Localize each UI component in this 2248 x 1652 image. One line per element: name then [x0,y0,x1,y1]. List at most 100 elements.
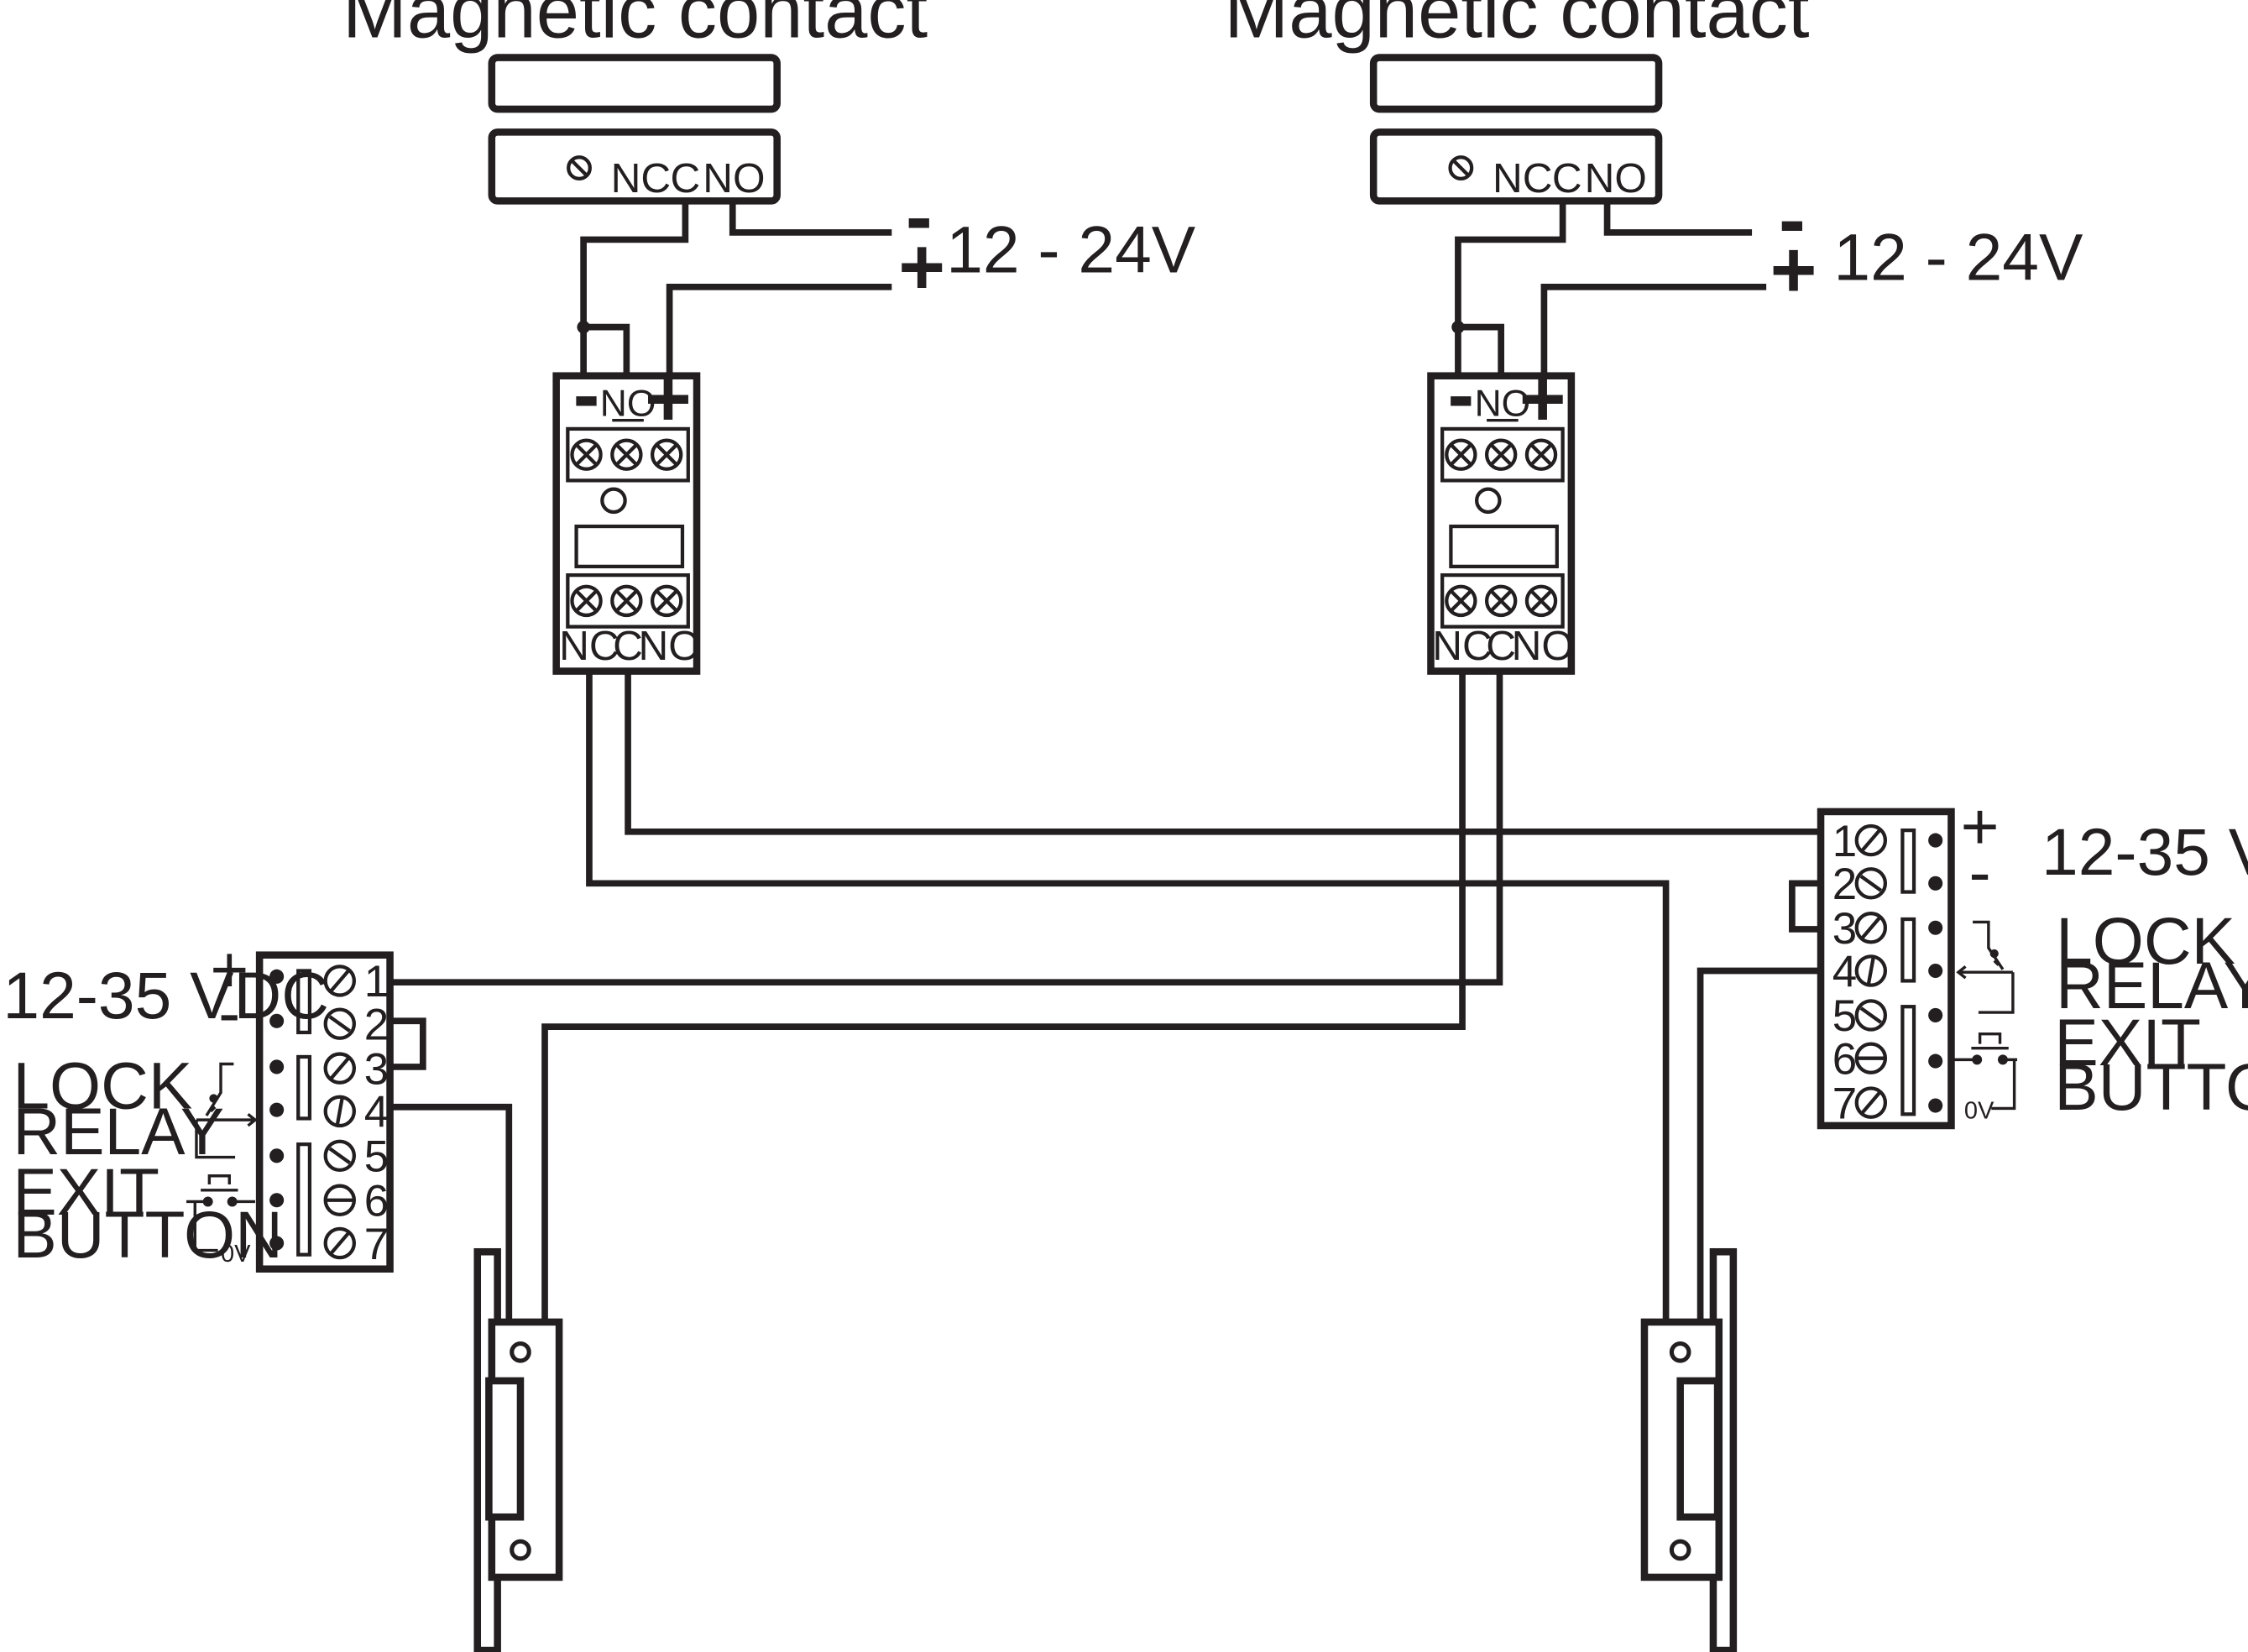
lock-mounting-hole [510,1341,531,1363]
junction-dot-2 [1451,320,1465,334]
terminal-number: 2 [364,1000,389,1049]
wire-ctrl1-jumper-2-3 [389,1017,426,1070]
terminal-number: 4 [1832,947,1857,996]
wire-relay2-jumper [1457,323,1505,376]
terminal-screw-icon [570,584,683,618]
relay-contact-symbol [195,1062,258,1159]
terminal-number: 3 [1832,904,1857,954]
relay-body [552,372,701,675]
junction-dot-1 [577,320,590,334]
terminal-number: 5 [1832,991,1857,1041]
relay-terminal-no-bottom: NO [638,623,700,669]
magnetic-contact-right: Magnetic contact NC C NO [1224,0,1810,205]
wire-contact1-no [729,197,892,236]
screw-icon [1448,155,1474,181]
relay-terminal-no-bottom: NO [1512,623,1574,669]
supply-right: - + 12 - 24V [1770,175,2083,315]
lock-mounting-hole [1669,1341,1691,1363]
contact-terminal-nc: NC [611,155,672,201]
wire-ctrl1-4-to-lock1 [389,1103,513,1322]
zero-volt-label: 0V [221,1241,251,1268]
controller-supply-label: 12-35 VDC [2041,815,2248,889]
terminal-screw-icon [1854,823,1888,1119]
wire-contact2-no [1603,197,1753,236]
zero-volt-label: 0V [1964,1097,1994,1124]
relay-bottom-terminal-block [1440,572,1565,629]
terminal-dot-icon [269,969,285,1251]
relay-label-window [574,524,685,569]
contact-terminal-no: NO [1585,155,1647,201]
terminal-screw-icon [1445,438,1558,471]
wire-supply1-plus [666,283,892,376]
slot-window [1900,917,1916,983]
lock-relay-label-line1: LOCK [2056,904,2235,978]
relay-terminal-c: C [1486,623,1516,669]
slot-window [296,969,312,1035]
electric-lock-left [473,1247,563,1652]
contact-body [1369,128,1663,205]
exit-button-label-line1: EXIT [2054,1006,2201,1080]
lock-mounting-hole [1669,1539,1691,1561]
wire-relay2-c-to-ctrl1-1 [389,668,1503,986]
lock-keeper [485,1377,525,1521]
relay-top-terminal-block [1440,426,1565,483]
wire-ctrl2-jumper-2-3 [1789,880,1824,933]
supply-minus: - [906,172,933,262]
controller-plus: + [210,933,248,1006]
relay-top-terminal-block [566,426,690,483]
terminal-number: 6 [1832,1034,1857,1084]
slot-window [1900,828,1916,894]
wire-supply2-plus [1540,283,1767,376]
lock-keeper [1676,1377,1722,1521]
controller-minus: - [218,975,240,1049]
lock-relay-label-line2: RELAY [13,1095,224,1168]
wiring [389,197,1824,1322]
supply-plus: + [898,222,945,311]
terminal-number: 4 [364,1088,389,1137]
terminal-screw-icon [1445,584,1558,618]
relay-terminal-nc: NC [559,623,620,669]
wire-relay1-c-to-ctrl2-1 [625,668,1824,835]
wire-relay1-nc-to-lock2 [586,668,1670,1322]
exit-button-label-line2: BUTTON [13,1198,282,1272]
relay-contact-symbol [1956,920,2015,1014]
slot-window [296,1054,312,1121]
supply-voltage: 12 - 24V [1833,220,2083,294]
terminal-number: 1 [364,957,389,1006]
terminal-number: 3 [364,1044,389,1094]
controller-minus: - [1969,835,1991,909]
relay-terminal-c: C [613,623,643,669]
contact-terminal-no: NO [703,155,765,201]
magnetic-contact-title: Magnetic contact [342,0,928,55]
lock-relay-label-line1: LOCK [13,1048,192,1122]
controller-left: 1 2 3 4 5 6 7 + - 12-35 VDC LOCK RELAY E… [3,933,394,1273]
controller-right: 1 2 3 4 5 6 7 + - 12-35 VDC LOCK RELAY E… [1817,789,2248,1130]
relay-bottom-terminal-block [566,572,690,629]
terminal-number: 6 [364,1177,389,1226]
relay-module-right: - NO + NC C NO [1427,349,1576,675]
lock-relay-label-line2: RELAY [2056,949,2248,1022]
relay-led-indicator [1475,487,1502,515]
slot-window [296,1142,312,1257]
supply-minus: - [1779,175,1806,264]
slot-window [1900,1005,1916,1116]
terminal-number: 7 [1832,1079,1857,1128]
controller-supply-label: 12-35 VDC [3,959,329,1032]
terminal-number: 5 [364,1132,389,1182]
relay-terminal-minus: - [1447,349,1474,439]
controller-plus: + [1961,789,2000,863]
relay-label-window [1449,524,1559,569]
terminal-dot-icon [1928,833,1943,1113]
electric-lock-right [1640,1247,1738,1652]
exit-button-symbol [186,1174,256,1252]
relay-terminal-nc: NC [1432,623,1493,669]
contact-body [488,128,781,205]
lock-mounting-hole [510,1539,531,1561]
terminal-screw-icon [323,965,356,1260]
relay-terminal-no: NO [1475,384,1531,425]
contact-terminal-nc: NC [1493,155,1553,201]
relay-body [1427,372,1576,675]
wire-ctrl2-4-to-lock2 [1696,967,1824,1322]
wire-relay1-jumper [583,323,630,376]
